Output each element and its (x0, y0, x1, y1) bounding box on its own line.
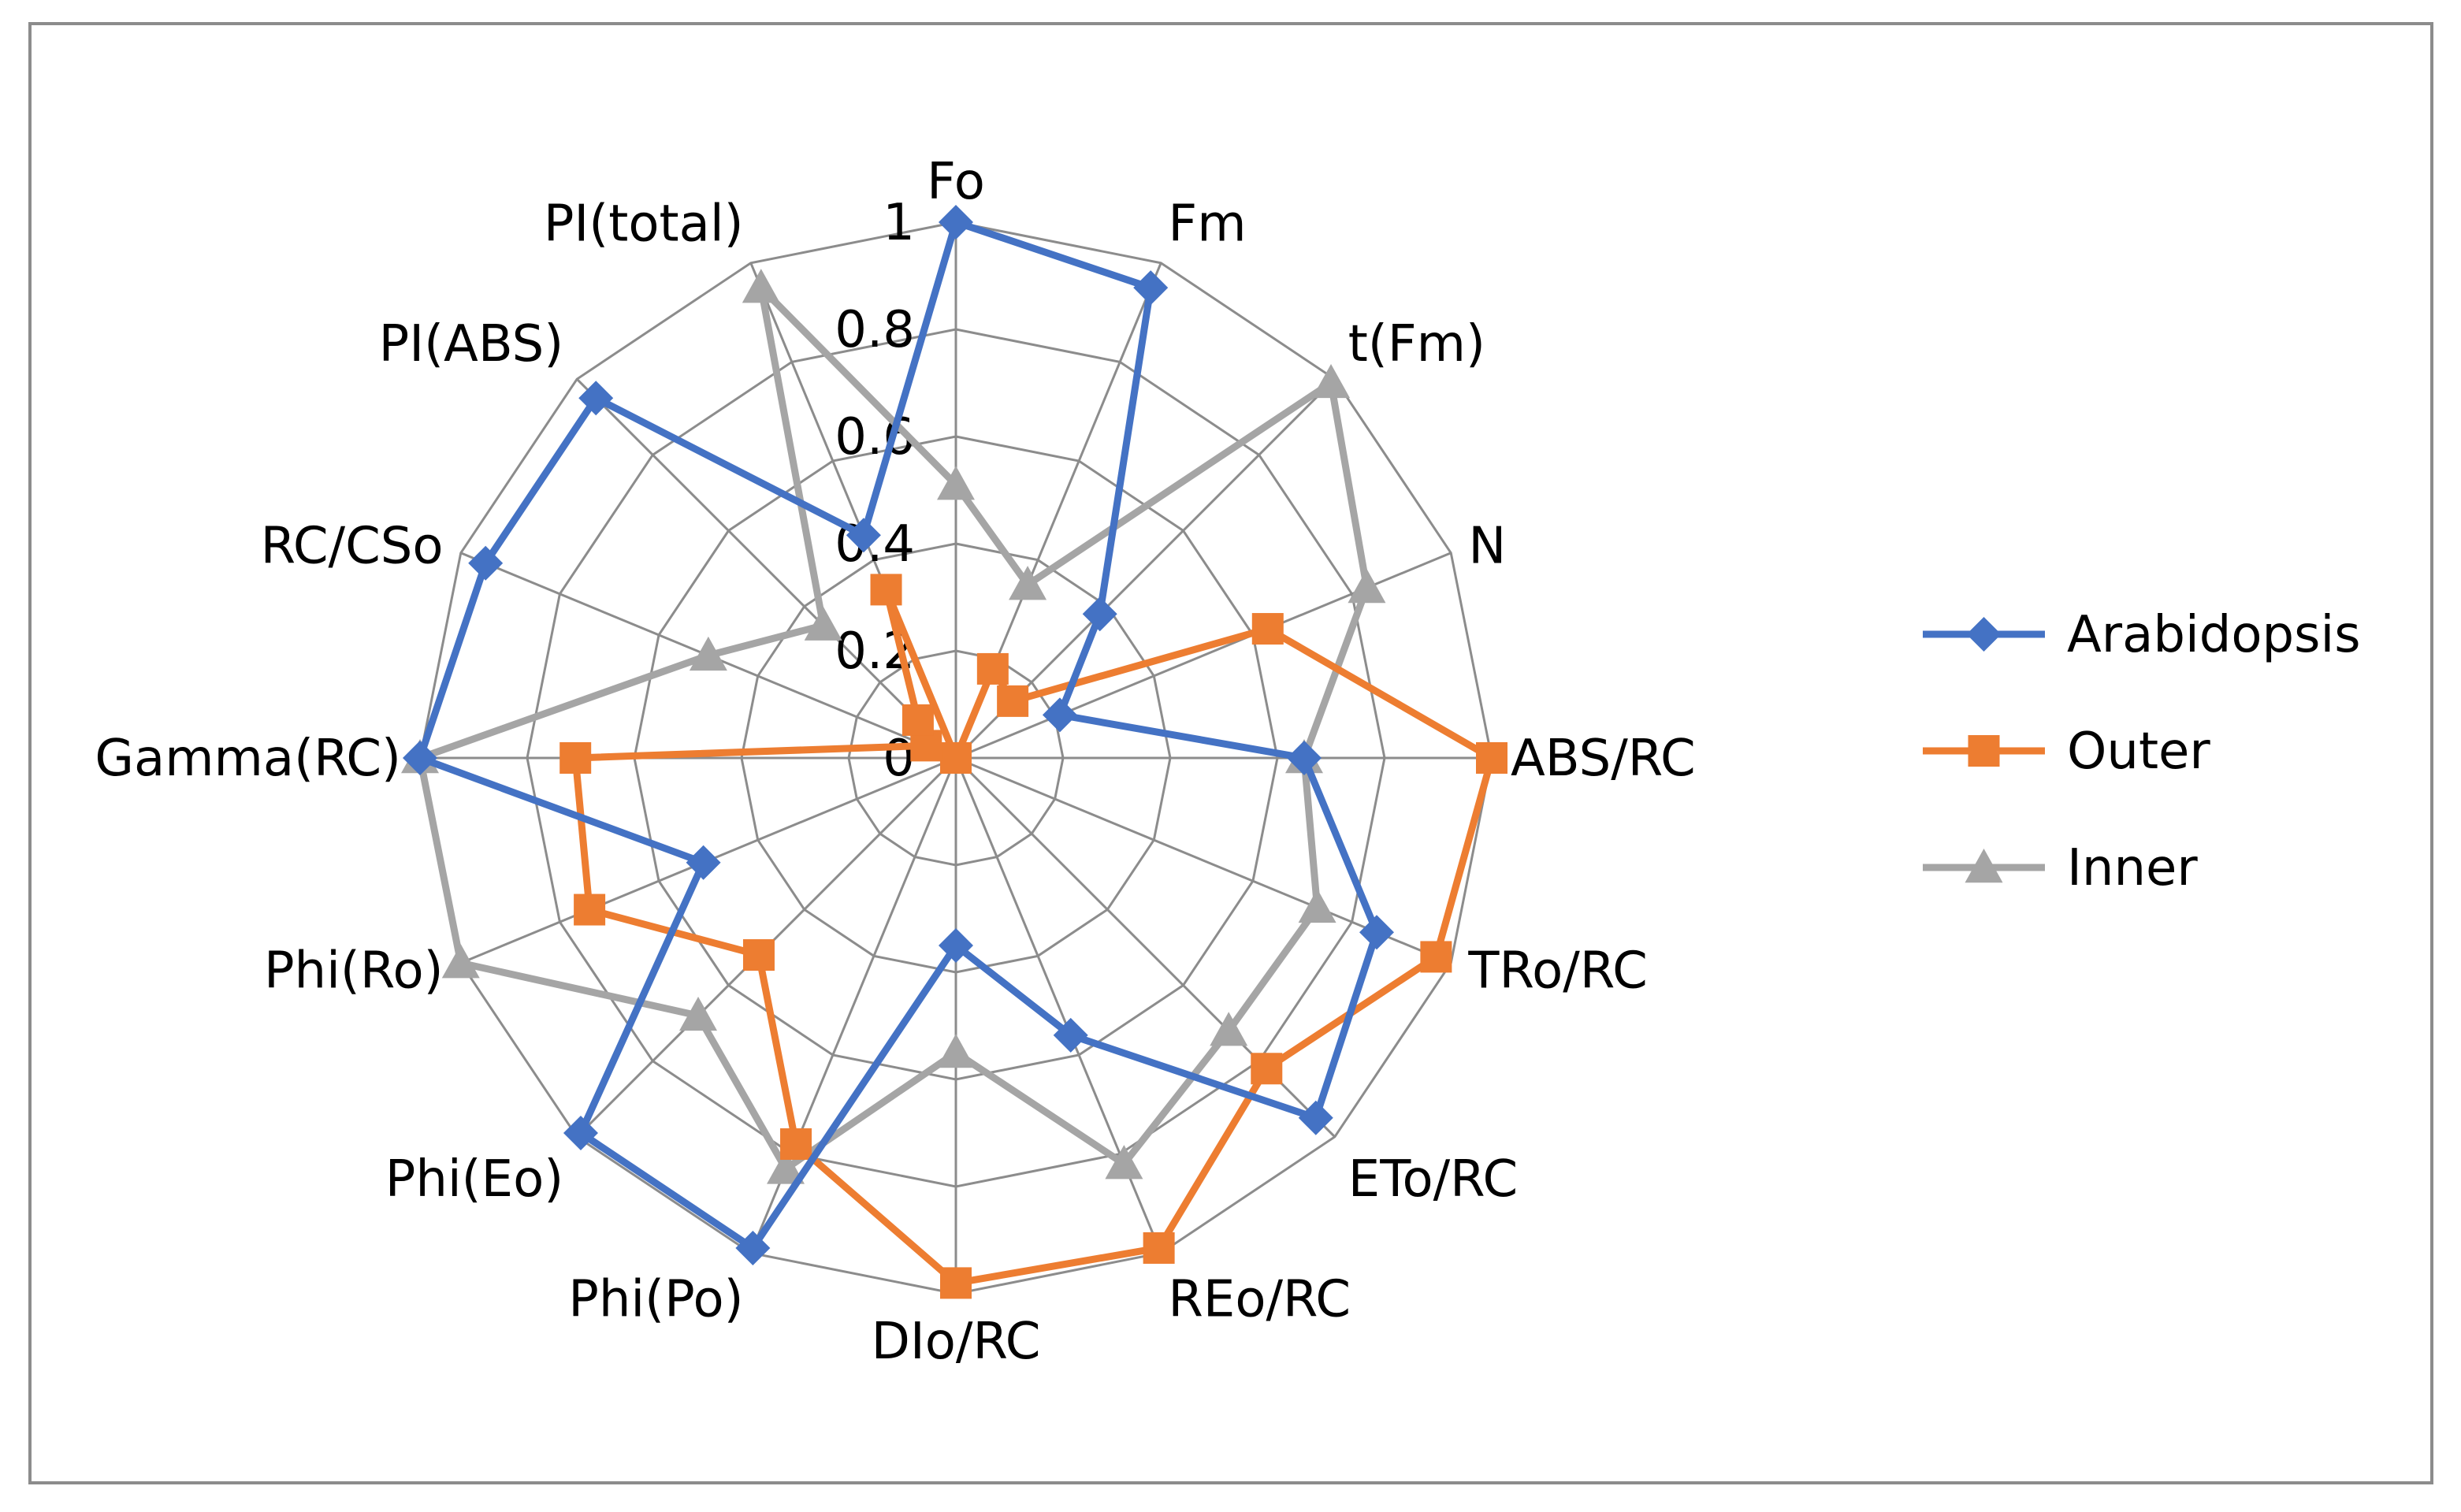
data-point (468, 545, 504, 581)
data-point (679, 996, 718, 1031)
category-label: Phi(Ro) (264, 942, 444, 1000)
category-label: PI(ABS) (379, 315, 564, 373)
radial-tick-label: 0.6 (835, 408, 915, 466)
data-point (870, 574, 902, 606)
data-point (940, 742, 972, 774)
legend-item: Outer (1923, 723, 2210, 781)
data-point (804, 606, 842, 641)
radial-tick-label: 0 (883, 730, 915, 788)
data-point (940, 1267, 972, 1299)
data-point (1968, 735, 2000, 767)
category-label: TRo/RC (1467, 942, 1647, 1000)
category-label: Fo (927, 153, 985, 211)
data-point (1420, 941, 1452, 973)
data-point (767, 1150, 805, 1184)
data-point (1105, 1145, 1143, 1180)
legend-label: Outer (2067, 723, 2210, 781)
data-point (939, 205, 973, 240)
data-point (403, 741, 437, 775)
data-point (1287, 741, 1322, 775)
category-label: Fm (1168, 195, 1246, 254)
category-label: RC/CSo (261, 518, 444, 576)
series-outer (559, 574, 1507, 1299)
category-label: Phi(Eo) (385, 1150, 563, 1209)
data-point (937, 466, 975, 500)
category-label: t(Fm) (1348, 315, 1485, 373)
data-point (1133, 270, 1169, 306)
data-point (441, 944, 480, 979)
radial-tick-label: 0.8 (835, 301, 915, 359)
data-point (1042, 697, 1077, 733)
series-inner (401, 269, 1386, 1184)
legend-label: Inner (2067, 839, 2198, 897)
category-label: ABS/RC (1511, 730, 1696, 788)
legend-item: Arabidopsis (1923, 606, 2361, 664)
category-label: N (1468, 518, 1506, 576)
data-point (939, 928, 973, 963)
data-point (1251, 613, 1284, 645)
category-label: DIo/RC (872, 1313, 1041, 1371)
data-point (1009, 566, 1047, 600)
data-point (1298, 1100, 1333, 1135)
data-point (559, 742, 592, 774)
data-point (997, 685, 1029, 717)
data-point (689, 636, 727, 671)
data-point (780, 1128, 812, 1161)
data-point (901, 704, 934, 736)
category-label: REo/RC (1168, 1270, 1351, 1328)
data-point (1210, 1012, 1248, 1046)
data-point (1143, 1232, 1175, 1264)
data-point (1965, 849, 2003, 883)
data-point (976, 652, 1009, 685)
legend-item: Inner (1923, 839, 2198, 897)
category-label: Gamma(RC) (95, 730, 401, 788)
data-point (1082, 596, 1117, 632)
legend-label: Arabidopsis (2067, 606, 2361, 664)
category-label: ETo/RC (1348, 1150, 1518, 1209)
data-point (1053, 1017, 1088, 1053)
data-point (1251, 1053, 1283, 1085)
data-point (563, 1116, 598, 1151)
series-arabidopsis (403, 205, 1395, 1265)
data-point (1359, 915, 1395, 950)
data-point (1476, 742, 1507, 774)
grid-spoke (576, 378, 957, 760)
data-point (686, 845, 721, 880)
data-point (578, 381, 614, 416)
data-point (1966, 617, 2002, 652)
data-point (937, 1034, 975, 1068)
data-point (742, 939, 775, 971)
data-point (846, 518, 881, 553)
data-point (735, 1230, 771, 1265)
data-point (1298, 888, 1336, 923)
radial-tick-label: 1 (883, 194, 915, 252)
data-series (401, 205, 1507, 1299)
category-label: Phi(Po) (568, 1270, 743, 1328)
data-point (742, 269, 780, 303)
data-point (1312, 363, 1351, 399)
data-point (574, 893, 606, 926)
category-label: PI(total) (544, 195, 744, 254)
data-point (1348, 569, 1386, 604)
